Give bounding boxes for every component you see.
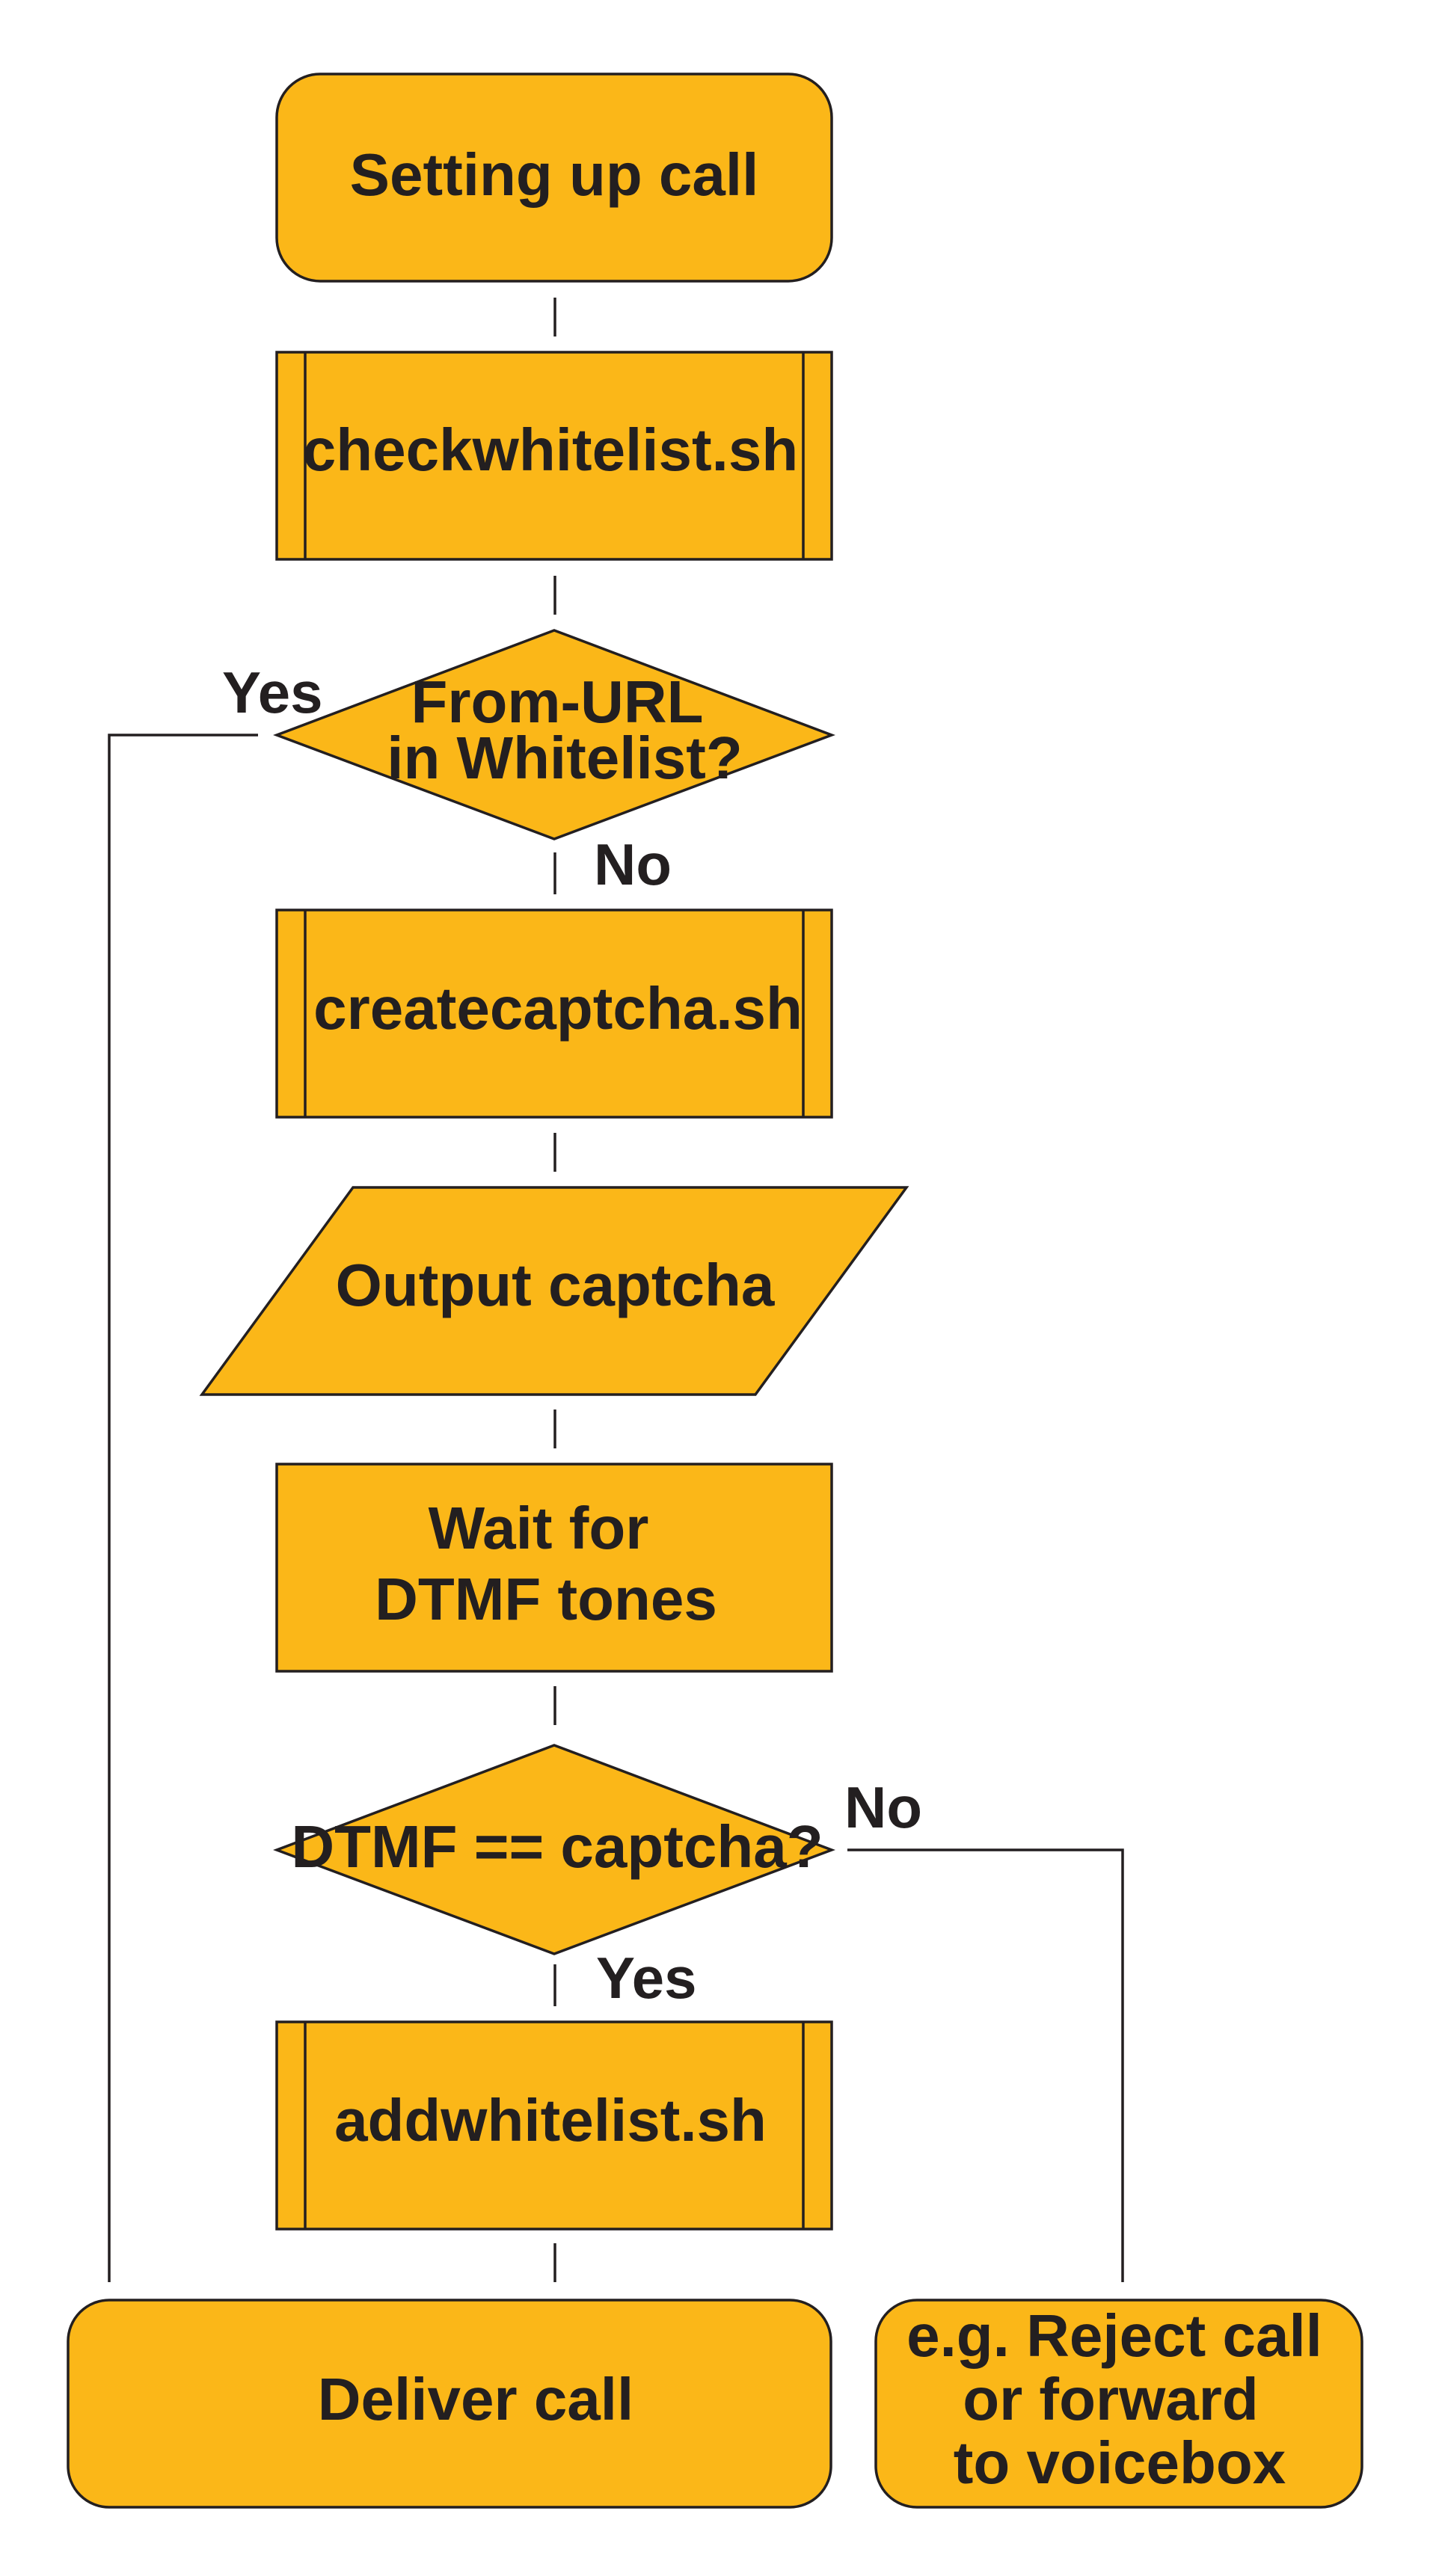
createcaptcha-process-label: createcaptcha.sh [313, 975, 803, 1042]
deliver-call-terminal-label: Deliver call [318, 2366, 634, 2432]
connector-dtmf-no-to-reject [847, 1848, 1124, 2282]
dtmf-decision-label: DTMF == captcha? [291, 1813, 823, 1880]
start-terminal: Setting up call [275, 73, 833, 283]
wait-dtmf-process-shape [275, 1463, 833, 1673]
edge-label-dtmf-no: No [844, 1774, 922, 1840]
addwhitelist-process: addwhitelist.sh [275, 2020, 833, 2231]
checkwhitelist-process: checkwhitelist.sh [275, 351, 833, 561]
start-terminal-label: Setting up call [350, 141, 759, 208]
from-url-decision-label-line1: From-URL [411, 668, 703, 735]
createcaptcha-process-shape [275, 909, 833, 1119]
wait-dtmf-process-label-line2: DTMF tones [375, 1566, 717, 1632]
output-captcha-io: Output captcha [199, 1186, 909, 1396]
createcaptcha-process: createcaptcha.sh [275, 909, 833, 1119]
edge-label-dtmf-yes: Yes [596, 1945, 696, 2011]
connectors [108, 298, 1124, 2282]
reject-terminal-label-line3: to voicebox [954, 2429, 1286, 2496]
checkwhitelist-process-shape [275, 351, 833, 561]
connector-from-url-yes-to-deliver [108, 734, 258, 2282]
dtmf-decision: DTMF == captcha? [273, 1744, 835, 1955]
edge-label-from-url-yes: Yes [222, 660, 322, 725]
reject-terminal-label-line2: or forward [963, 2366, 1259, 2432]
from-url-decision-shape [273, 629, 835, 840]
from-url-decision: From-URL in Whitelist? [273, 629, 835, 840]
start-terminal-shape [275, 73, 833, 283]
reject-terminal: e.g. Reject call or forward to voicebox [874, 2299, 1363, 2509]
output-captcha-io-shape [199, 1186, 909, 1396]
deliver-call-terminal: Deliver call [67, 2299, 832, 2509]
addwhitelist-process-shape [275, 2020, 833, 2231]
wait-dtmf-process-label-line1: Wait for [429, 1495, 649, 1561]
deliver-call-terminal-shape [67, 2299, 832, 2509]
dtmf-decision-shape [273, 1744, 835, 1955]
from-url-decision-label-line2: in Whitelist? [387, 725, 743, 791]
output-captcha-io-label: Output captcha [336, 1252, 775, 1318]
wait-dtmf-process: Wait for DTMF tones [275, 1463, 833, 1673]
edge-label-from-url-no: No [594, 831, 672, 897]
reject-terminal-shape [874, 2299, 1363, 2509]
reject-terminal-label-line1: e.g. Reject call [906, 2302, 1322, 2369]
addwhitelist-process-label: addwhitelist.sh [334, 2087, 767, 2154]
checkwhitelist-process-label: checkwhitelist.sh [303, 416, 798, 483]
